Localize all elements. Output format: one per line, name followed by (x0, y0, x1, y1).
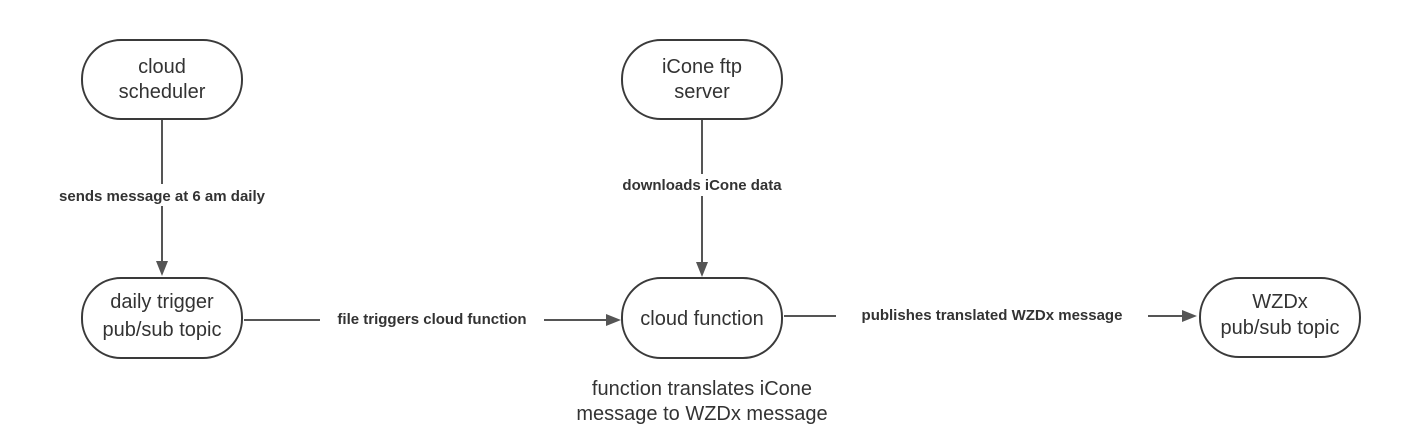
node-cloud-scheduler: cloud scheduler (81, 39, 243, 120)
node-label-line1: cloud (138, 56, 186, 78)
node-label-line2: pub/sub topic (103, 319, 222, 341)
node-label-line2: scheduler (119, 81, 206, 103)
node-icone-ftp-server: iCone ftp server (621, 39, 783, 120)
node-label-line1: iCone ftp (662, 56, 742, 78)
node-label-line1: WZDx (1252, 291, 1308, 313)
edge-label-scheduler-to-trigger: sends message at 6 am daily (59, 188, 266, 205)
node-cloud-function: cloud function (621, 277, 783, 359)
arrow-head-icon (1182, 310, 1197, 322)
note-line2: message to WZDx message (576, 403, 827, 425)
arrow-head-icon (696, 262, 708, 277)
arrow-head-icon (606, 314, 621, 326)
note-line1: function translates iCone (592, 378, 812, 400)
arrow-head-icon (156, 261, 168, 276)
function-note: function translates iCone message to WZD… (576, 378, 827, 425)
node-label-line2: pub/sub topic (1221, 317, 1340, 339)
edge-label-ftp-to-function: downloads iCone data (622, 177, 782, 194)
edge-label-trigger-to-function: file triggers cloud function (337, 311, 526, 328)
node-label-line1: cloud function (640, 308, 763, 330)
edge-ftp-to-function (696, 119, 708, 277)
node-label-line2: server (674, 81, 730, 103)
node-daily-trigger-topic: daily trigger pub/sub topic (81, 277, 243, 359)
node-label-line1: daily trigger (110, 291, 214, 313)
node-wzdx-topic: WZDx pub/sub topic (1199, 277, 1361, 358)
edge-label-function-to-wzdx: publishes translated WZDx message (862, 307, 1123, 324)
